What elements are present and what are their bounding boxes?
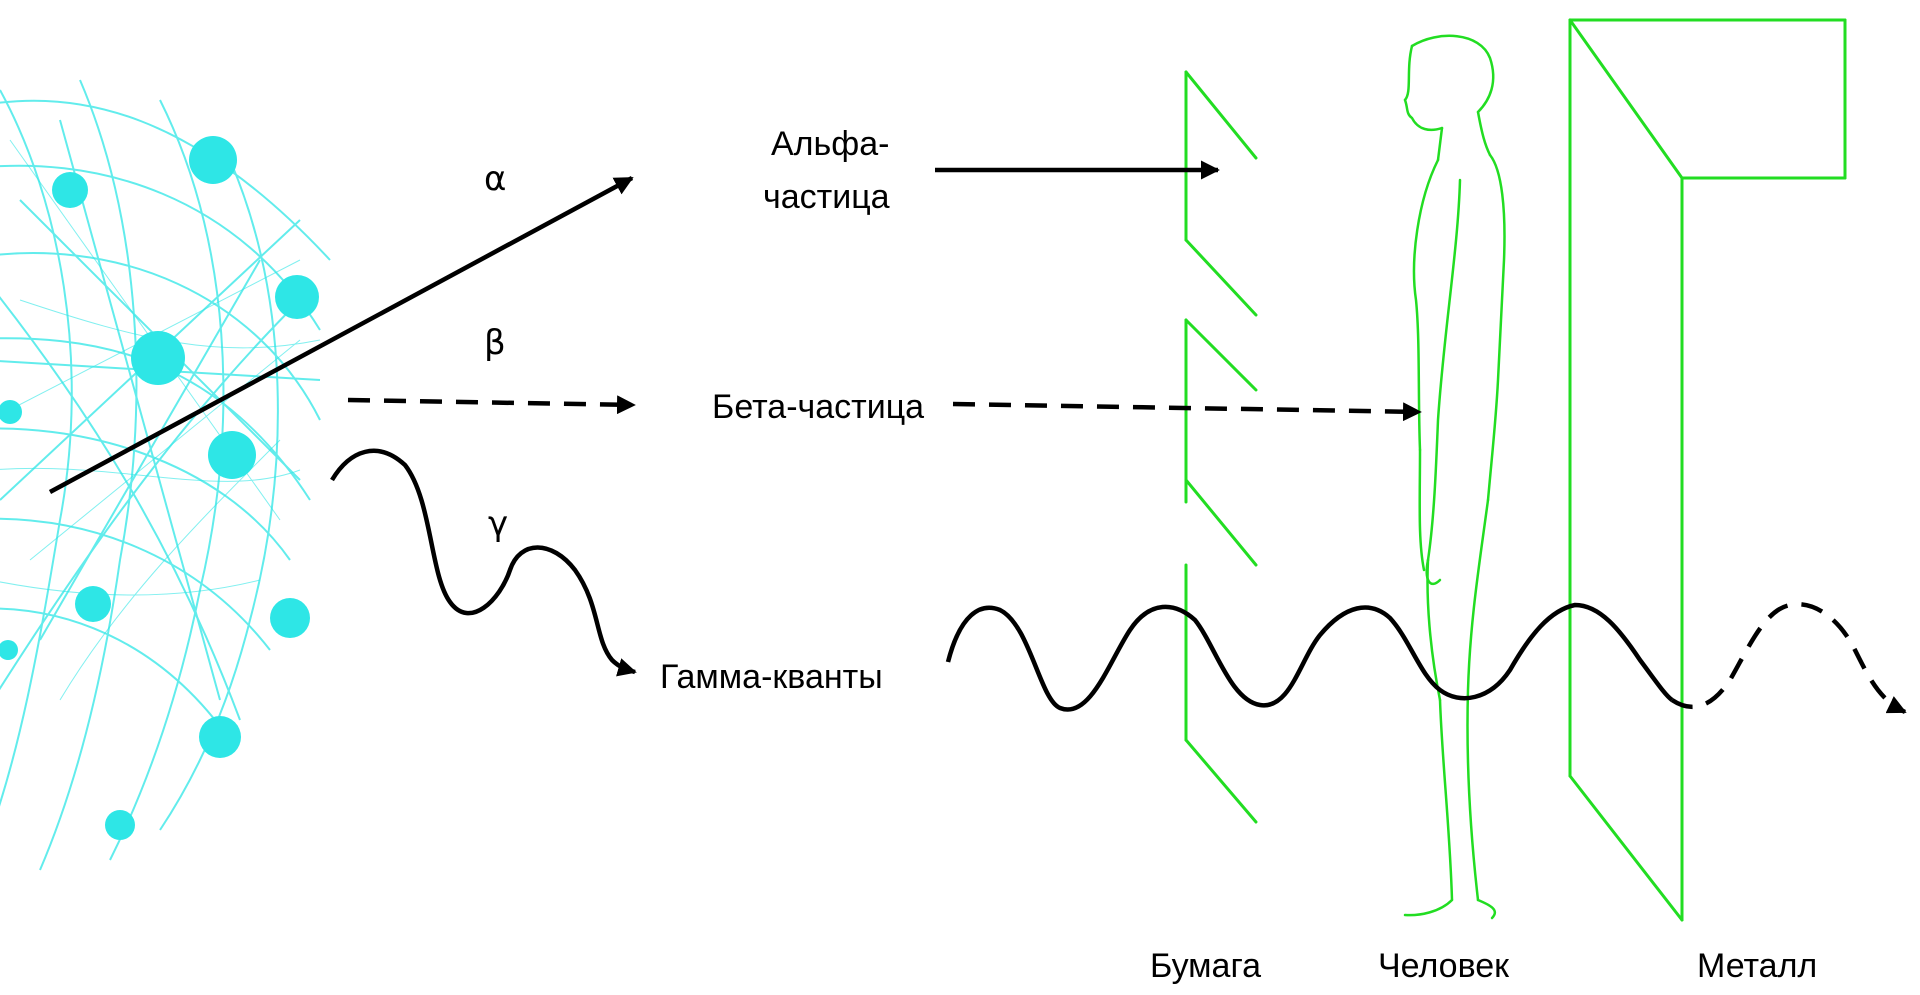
alpha-particle-label-line2: частица [763, 178, 890, 216]
rays [50, 170, 1905, 712]
human-figure-icon [1405, 36, 1504, 918]
alpha-particle-label-line1: Альфа- [771, 125, 889, 163]
alpha-symbol: α [484, 159, 506, 199]
gamma-quanta-label: Гамма-кванты [660, 658, 883, 696]
paper-barrier [1186, 72, 1256, 822]
gamma-ray [332, 451, 635, 672]
human-label: Человек [1378, 947, 1510, 985]
metal-barrier [1570, 20, 1845, 920]
gamma-ray-continued-solid [948, 605, 1672, 710]
metal-label: Металл [1697, 947, 1817, 985]
beta-symbol: β [484, 323, 506, 363]
gamma-symbol: γ [488, 504, 508, 544]
paper-label: Бумага [1150, 947, 1261, 985]
beta-ray [348, 400, 634, 405]
atom-source-icon [0, 80, 330, 870]
gamma-ray-continued-dashed [1672, 604, 1905, 712]
beta-particle-label: Бета-частица [712, 388, 924, 426]
